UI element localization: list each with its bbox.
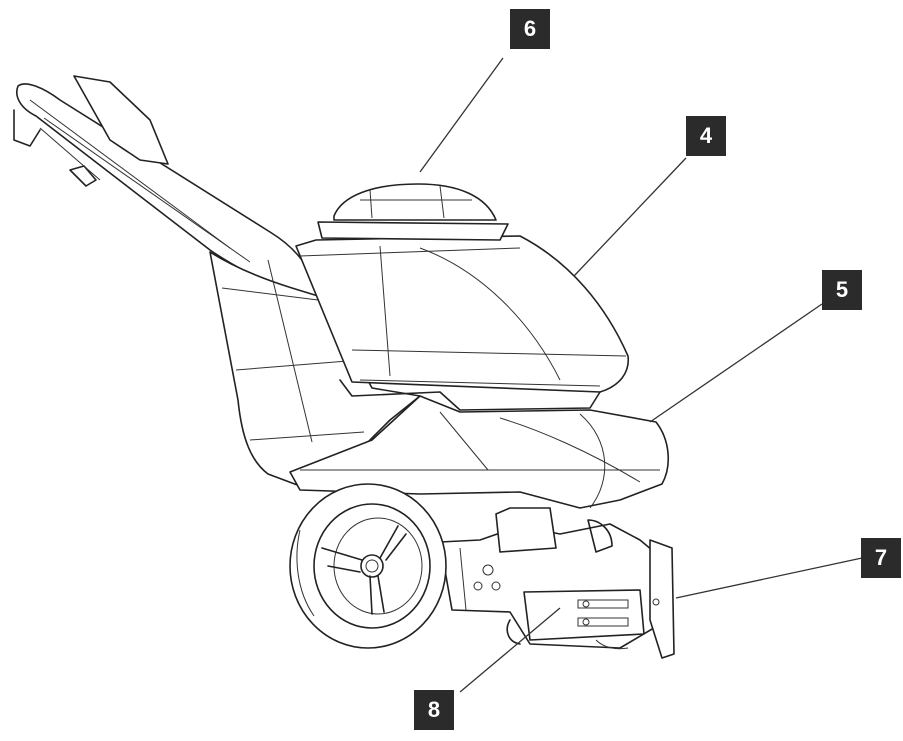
base-assembly — [439, 507, 675, 659]
tank — [295, 235, 629, 411]
callout-7: 7 — [861, 538, 901, 578]
callout-8-label: 8 — [427, 697, 441, 722]
lower-housing — [289, 395, 670, 509]
callout-6-label: 6 — [523, 16, 537, 41]
leader-lines — [419, 57, 863, 693]
handle — [13, 75, 319, 297]
rear-wheel — [289, 483, 447, 649]
callout-5-label: 5 — [835, 277, 849, 302]
callout-7-label: 7 — [874, 545, 888, 570]
callout-5: 5 — [822, 270, 862, 310]
callout-8: 8 — [414, 690, 454, 730]
callout-4: 4 — [686, 116, 726, 156]
callout-6: 6 — [510, 9, 550, 49]
body-column — [209, 251, 421, 487]
callout-4-label: 4 — [699, 123, 713, 148]
tank-lid — [317, 183, 509, 241]
